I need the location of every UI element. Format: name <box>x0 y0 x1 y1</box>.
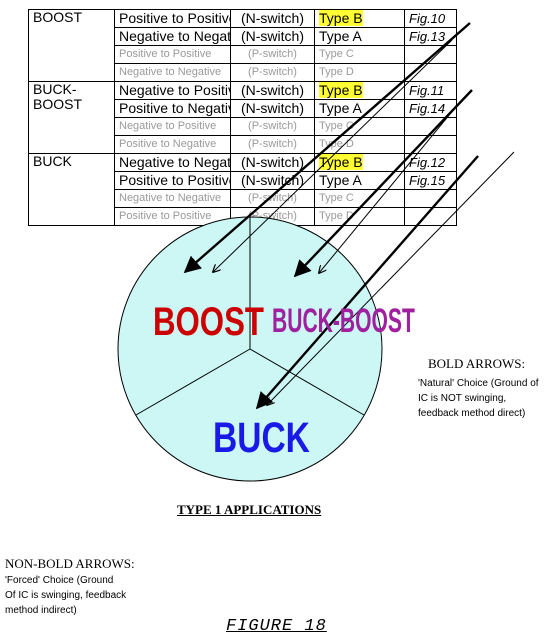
type-label: Type D <box>319 66 354 78</box>
bold-arrows <box>183 22 479 410</box>
converter-group-line: BUCK <box>33 153 72 169</box>
polarity-cell: Positive to Positive <box>114 171 231 190</box>
pie-divider-right <box>249 348 365 416</box>
thin-arrow-boost <box>213 39 453 272</box>
type-cell: Type C <box>314 45 405 64</box>
figure-ref-cell: Fig.15 <box>404 171 457 190</box>
legend-line: 'Forced' Choice (Ground <box>5 575 114 586</box>
converter-group-label: BUCK-BOOST <box>28 81 115 154</box>
switch-cell: (N-switch) <box>230 27 315 46</box>
highlighted-type-label: Type B <box>319 10 363 26</box>
legend-line: IC is NOT swinging, <box>418 393 507 404</box>
figure-ref-cell <box>404 207 457 226</box>
type-label: Type D <box>319 210 354 222</box>
type-cell: Type B <box>314 81 405 100</box>
non-bold-arrows-legend-title: NON-BOLD ARROWS: <box>5 556 135 571</box>
polarity-cell: Negative to Negative <box>114 153 231 172</box>
polarity-cell: Positive to Negative <box>114 99 231 118</box>
type-label: Type C <box>319 120 354 132</box>
legend-line: method indirect) <box>5 605 77 616</box>
type-label: Type A <box>319 100 362 116</box>
converter-group-line: BOOST <box>33 96 83 112</box>
type-label: Type C <box>319 192 354 204</box>
boost-segment-label: BOOST <box>153 300 264 344</box>
bold-arrow-boost <box>183 22 471 274</box>
table-row: Negative to Negative(N-switch)Type AFig.… <box>29 27 546 46</box>
type-label: Type A <box>319 172 362 188</box>
converter-group-line: BOOST <box>33 9 83 25</box>
thin-arrow-buck-boost <box>319 107 456 273</box>
bold-arrow-buck-boost <box>293 89 473 278</box>
highlighted-type-label: Type B <box>319 82 363 98</box>
type-cell: Type C <box>314 117 405 136</box>
figure-title: FIGURE 18 <box>226 617 327 636</box>
buck-boost-segment-label: BUCK-BOOST <box>272 302 415 340</box>
type-cell: Type D <box>314 207 405 226</box>
legend-line: 'Natural' Choice (Ground of <box>418 378 539 389</box>
buck-segment-label: BUCK <box>213 414 310 462</box>
polarity-cell: Negative to Negative <box>114 63 231 82</box>
pie-divider-left <box>135 348 251 416</box>
applications-title: TYPE 1 APPLICATIONS <box>177 502 322 517</box>
bold-arrow-buck <box>255 155 479 410</box>
type-label: Type A <box>319 28 362 44</box>
legend-line: Of IC is swinging, feedback <box>5 590 127 601</box>
converter-group-line: BUCK- <box>33 81 77 97</box>
non-bold-arrows-legend-note: 'Forced' Choice (Ground Of IC is swingin… <box>5 573 126 618</box>
figure-ref-cell: Fig.14 <box>404 99 457 118</box>
converter-group-label: BOOST <box>28 9 115 82</box>
legend-line: feedback method direct) <box>418 408 526 419</box>
polarity-cell: Negative to Negative <box>114 27 231 46</box>
thin-arrow-buck <box>267 151 515 405</box>
bold-arrows-legend-note: 'Natural' Choice (Ground of IC is NOT sw… <box>418 376 539 421</box>
non-bold-arrows <box>213 39 515 405</box>
converter-group-label: BUCK <box>28 153 115 226</box>
polarity-cell: Positive to Positive <box>114 207 231 226</box>
switch-cell: (P-switch) <box>230 189 315 208</box>
switch-cell: (P-switch) <box>230 117 315 136</box>
type-label: Type C <box>319 48 354 60</box>
polarity-cell: Positive to Positive <box>114 9 231 28</box>
figure-ref-cell: Fig.10 <box>404 9 457 28</box>
bold-arrows-legend-title: BOLD ARROWS: <box>428 356 526 371</box>
switch-cell: (P-switch) <box>230 63 315 82</box>
